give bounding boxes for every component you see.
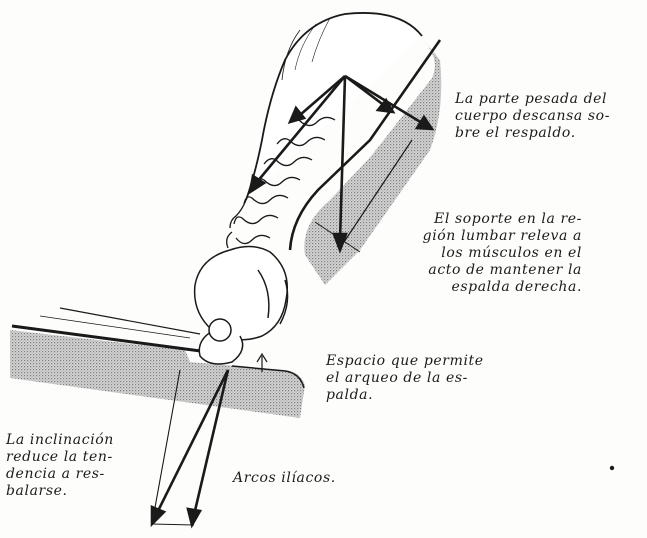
caption-weight-line: bre el respaldo. — [455, 125, 610, 142]
caption-incline: La inclinación reduce la ten- dencia a r… — [6, 432, 114, 500]
caption-incline-line: dencia a res- — [6, 466, 114, 483]
caption-iliac: Arcos ilíacos. — [233, 470, 336, 487]
caption-lumbar-line: gión lumbar releva a — [423, 228, 582, 245]
caption-incline-line: balarse. — [6, 483, 114, 500]
caption-space-line: el arqueo de la es- — [326, 370, 484, 387]
caption-weight-line: La parte pesada del — [455, 91, 610, 108]
caption-incline-line: reduce la ten- — [6, 449, 114, 466]
caption-space: Espacio que permite el arqueo de la es- … — [326, 353, 484, 404]
caption-incline-line: La inclinación — [6, 432, 114, 449]
caption-lumbar-line: espalda derecha. — [423, 279, 582, 296]
pelvis — [195, 246, 288, 364]
caption-lumbar-line: El soporte en la re- — [423, 211, 582, 228]
caption-weight: La parte pesada del cuerpo descansa so- … — [455, 91, 610, 142]
caption-iliac-line: Arcos ilíacos. — [233, 470, 336, 487]
caption-weight-line: cuerpo descansa so- — [455, 108, 610, 125]
caption-lumbar-line: acto de mantener la — [423, 262, 582, 279]
caption-space-line: palda. — [326, 387, 484, 404]
caption-lumbar: El soporte en la re- gión lumbar releva … — [423, 211, 582, 296]
caption-space-line: Espacio que permite — [326, 353, 484, 370]
caption-lumbar-line: los músculos en el — [423, 245, 582, 262]
seat-cushion — [10, 330, 305, 418]
